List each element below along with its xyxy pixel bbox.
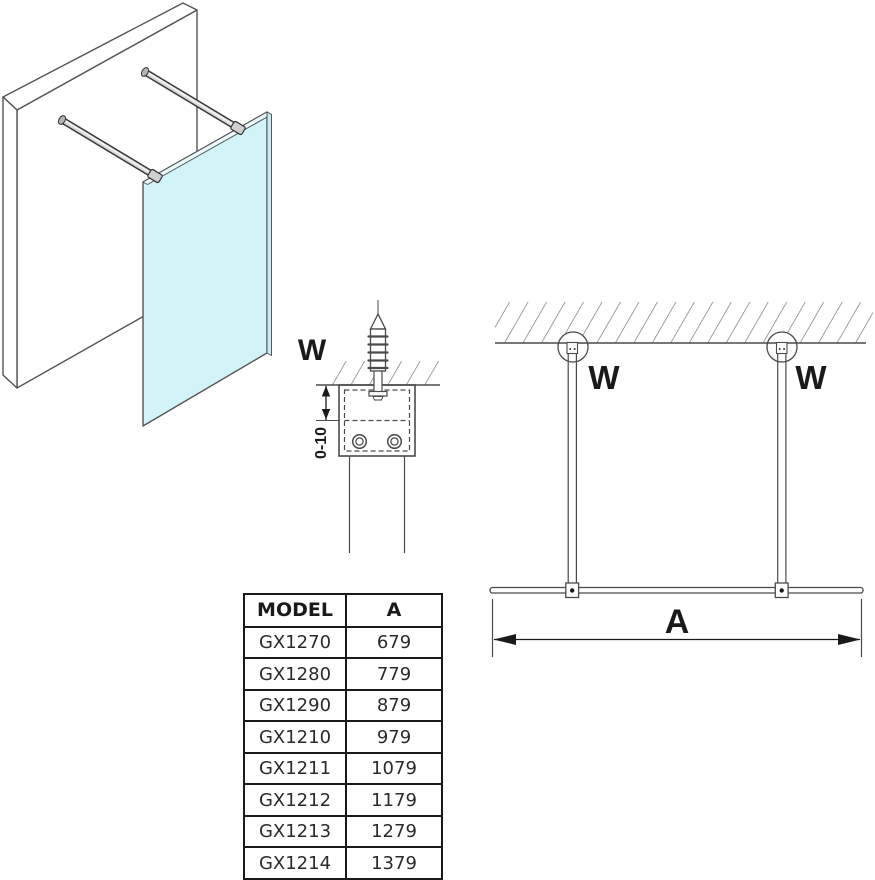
dim-arrow-up — [321, 386, 331, 397]
bracket-section-dot — [569, 348, 572, 350]
model-header: MODEL — [243, 593, 347, 628]
bracket-detail: 0-10 W — [298, 300, 440, 553]
dim-arrow-right — [838, 634, 861, 645]
w-label-right: W — [795, 359, 827, 396]
table-row: GX1280 779 — [243, 657, 443, 691]
bar-highlight — [145, 70, 239, 129]
a-cell: 1079 — [345, 751, 443, 786]
table-header-row: MODEL A — [243, 593, 443, 628]
dim-arrow-left — [493, 634, 516, 645]
screw-shank — [373, 370, 383, 393]
glass-top-profile — [489, 586, 864, 594]
support-bar-upper — [140, 67, 242, 132]
model-cell: GX1214 — [243, 846, 347, 880]
fitting-dot — [570, 588, 575, 593]
support-bar-lower — [57, 115, 159, 180]
table-row: GX1211 1079 — [243, 751, 443, 786]
table-row: GX1210 979 — [243, 720, 443, 754]
a-cell: 979 — [345, 720, 443, 754]
a-header: A — [345, 593, 443, 628]
bracket-section-dot — [783, 348, 786, 350]
a-cell: 1279 — [345, 814, 443, 849]
bracket-section-box — [775, 341, 788, 355]
model-cell: GX1290 — [243, 688, 347, 723]
bracket-bolt-right-inner — [390, 437, 399, 446]
wall-side-face — [2, 96, 18, 389]
model-cell: GX1213 — [243, 814, 347, 849]
support-bar-right-plan — [777, 353, 787, 584]
screw-head-tab — [372, 396, 384, 401]
dim-arrow-down — [321, 409, 331, 420]
ceiling-hatch — [495, 302, 873, 343]
model-cell: GX1270 — [243, 625, 347, 660]
a-cell: 679 — [345, 625, 443, 660]
model-cell: GX1210 — [243, 720, 347, 754]
model-cell: GX1280 — [243, 657, 347, 691]
glass-clamp-upper — [230, 120, 246, 136]
bracket-bolt-left-inner — [355, 437, 364, 446]
screw-head — [368, 390, 388, 397]
spec-table: MODEL A GX1270 679 GX1280 779 GX1290 879… — [243, 593, 443, 880]
w-label-left: W — [588, 359, 620, 396]
bracket-section-dot — [573, 348, 576, 350]
a-cell: 1179 — [345, 783, 443, 817]
top-view: W W A — [489, 302, 873, 657]
bracket-section-left — [566, 341, 579, 355]
model-cell: GX1212 — [243, 783, 347, 817]
table-row: GX1214 1379 — [243, 846, 443, 880]
bar-fitting-left — [565, 582, 580, 599]
table-row: GX1270 679 — [243, 625, 443, 660]
dim-label-a: A — [665, 603, 690, 641]
a-cell: 1379 — [345, 846, 443, 880]
glass-right-edge — [266, 111, 272, 356]
screw-body — [369, 328, 387, 372]
adjustment-range-label: 0-10 — [313, 427, 330, 459]
a-cell: 779 — [345, 657, 443, 691]
fitting-dot — [779, 588, 784, 593]
bar-wall-anchor — [140, 67, 150, 77]
detail-w-label: W — [298, 334, 327, 367]
glass-clamp-lower — [147, 168, 163, 184]
a-cell: 879 — [345, 688, 443, 723]
screw-tip — [369, 312, 387, 330]
bar-fitting-right — [774, 582, 789, 599]
model-cell: GX1211 — [243, 751, 347, 786]
support-bar-left-plan — [567, 353, 578, 584]
mounting-screw — [367, 300, 389, 401]
bracket-section-right — [775, 341, 788, 355]
table-row: GX1212 1179 — [243, 783, 443, 817]
table-row: GX1290 879 — [243, 688, 443, 723]
bracket-section-dot — [778, 348, 781, 350]
bar-wall-anchor — [57, 115, 67, 125]
bracket-section-box — [566, 341, 579, 355]
table-row: GX1213 1279 — [243, 814, 443, 849]
isometric-view — [2, 2, 272, 427]
bar-highlight — [62, 118, 156, 177]
